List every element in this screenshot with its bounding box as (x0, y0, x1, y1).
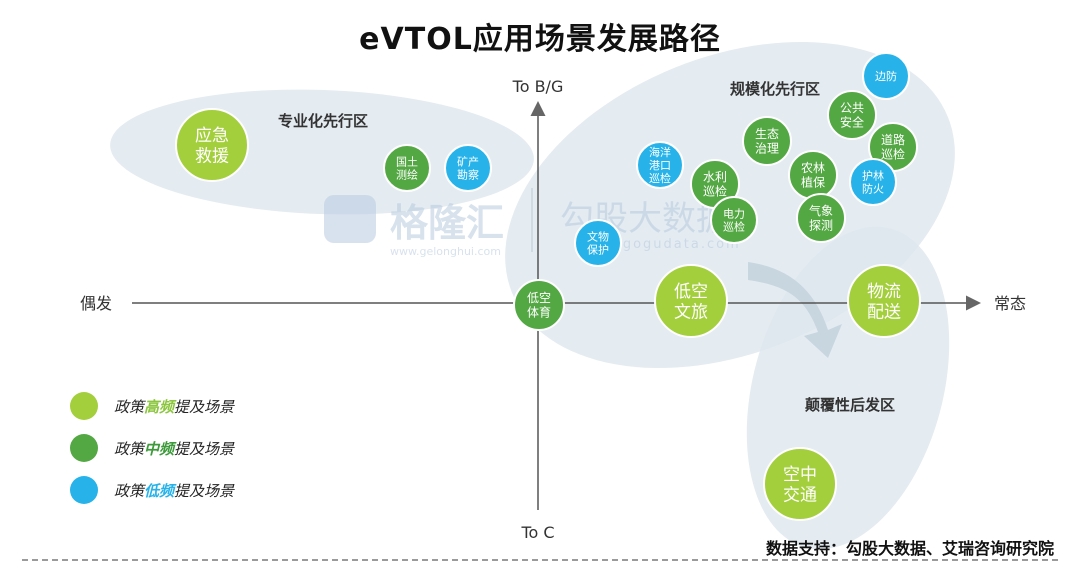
source-note: 数据支持：勾股大数据、艾瑞咨询研究院 (765, 539, 1054, 558)
scenario-node-circle (827, 90, 877, 140)
scenario-node-label: 保护 (587, 243, 609, 257)
watermark-gelonghui-name: 格隆汇 (390, 201, 504, 245)
scenario-node-circle (383, 144, 431, 192)
axis-label-right: 常态 (994, 294, 1026, 313)
scenario-node-label: 护林 (862, 168, 884, 182)
scenario-node-label: 道路 (881, 132, 905, 147)
page-title: eVTOL应用场景发展路径 (359, 22, 721, 57)
scenario-node-label: 治理 (755, 142, 779, 156)
legend-dot-high-icon (70, 392, 98, 420)
scenario-node-circle (796, 193, 846, 243)
scenario-node-label: 生态 (755, 127, 779, 141)
scenario-node-label: 巡检 (703, 184, 727, 199)
legend-highlight-high: 高频 (144, 398, 175, 416)
scenario-node-circle (574, 219, 622, 267)
scenario-node-label: 防火 (862, 182, 884, 196)
legend-highlight-mid: 中频 (144, 440, 175, 458)
region-label-disruptive: 颠覆性后发区 (804, 396, 895, 414)
scenario-node-label: 低空 (674, 282, 708, 302)
scenario-node-label: 体育 (527, 305, 551, 320)
scenario-node-circle (710, 196, 758, 244)
bottom-dashed-divider (22, 559, 1058, 561)
region-label-specialized: 专业化先行区 (278, 112, 368, 130)
axis-label-top: To B/G (512, 77, 564, 96)
scenario-node-label: 气象 (809, 203, 833, 218)
scenario-node-label: 植保 (801, 175, 825, 190)
scenario-node-label: 巡检 (723, 220, 745, 234)
axis-label-left: 偶发 (80, 294, 112, 313)
scenario-node-label: 水利 (703, 170, 727, 184)
scenario-node-label: 交通 (783, 485, 817, 505)
scenario-node-label: 海洋 (649, 145, 671, 159)
legend-item-high: 政策高频提及场景 (70, 392, 290, 422)
scenario-node-circle (847, 264, 921, 338)
scenario-node-label: 应急 (195, 126, 229, 146)
scenario-node-label: 救援 (195, 146, 229, 166)
legend-item-mid: 政策中频提及场景 (70, 434, 290, 464)
legend-item-low: 政策低频提及场景 (70, 476, 290, 506)
scenario-node-label: 低空 (527, 291, 551, 305)
legend-text-low: 政策低频提及场景 (114, 482, 235, 500)
scenario-node-label: 港口 (649, 159, 671, 172)
axis-label-bottom: To C (520, 523, 554, 542)
scenario-node-circle (654, 264, 728, 338)
legend-highlight-low: 低频 (144, 482, 175, 500)
legend-dot-mid-icon (70, 434, 98, 462)
gelonghui-logo-icon (324, 195, 376, 243)
scenario-node-label: 勘察 (457, 168, 479, 182)
scenario-node-label: 文物 (587, 229, 609, 243)
development-arrow-icon (748, 262, 842, 358)
scenario-node-label: 巡检 (649, 171, 671, 185)
scenario-node-circle (175, 108, 249, 182)
legend-text-mid: 政策中频提及场景 (114, 440, 235, 458)
scenario-node-label: 国土 (396, 155, 418, 168)
scenario-node-circle (513, 279, 565, 331)
scenario-node-label: 空中 (783, 465, 817, 485)
scenario-node-label: 巡检 (881, 147, 905, 162)
scenario-node-label: 矿产 (457, 154, 479, 168)
legend-dot-low-icon (70, 476, 98, 504)
scenario-node-label: 配送 (867, 302, 901, 322)
scenario-node-label: 电力 (723, 207, 745, 220)
scenario-node-circle (742, 116, 792, 166)
scenario-nodes: 应急救援国土测绘矿产勘察海洋港口巡检水利巡检电力巡检文物保护生态治理农林植保气象… (175, 52, 921, 521)
watermark-gelonghui: 格隆汇 www.gelonghui.com (324, 195, 504, 258)
legend-text-high: 政策高频提及场景 (114, 398, 235, 416)
scenario-node-circle (636, 141, 684, 189)
watermark-gelonghui-url: www.gelonghui.com (390, 245, 501, 258)
scenario-node-label: 农林 (801, 161, 825, 175)
region-label-scale: 规模化先行区 (730, 80, 820, 98)
scenario-node-label: 公共 (840, 101, 864, 115)
scenario-node-label: 物流 (867, 282, 901, 302)
scenario-node-circle (444, 144, 492, 192)
scenario-node-label: 探测 (809, 219, 833, 233)
scenario-node-circle (763, 447, 837, 521)
scenario-node-label: 边防 (875, 69, 897, 83)
scenario-node-label: 测绘 (396, 168, 418, 182)
scenario-node-circle (849, 158, 897, 206)
scenario-node-border: 边防 (862, 52, 910, 100)
scenario-node-label: 文旅 (674, 302, 708, 322)
scenario-node-circle (862, 52, 910, 100)
scenario-node-label: 安全 (840, 115, 864, 130)
